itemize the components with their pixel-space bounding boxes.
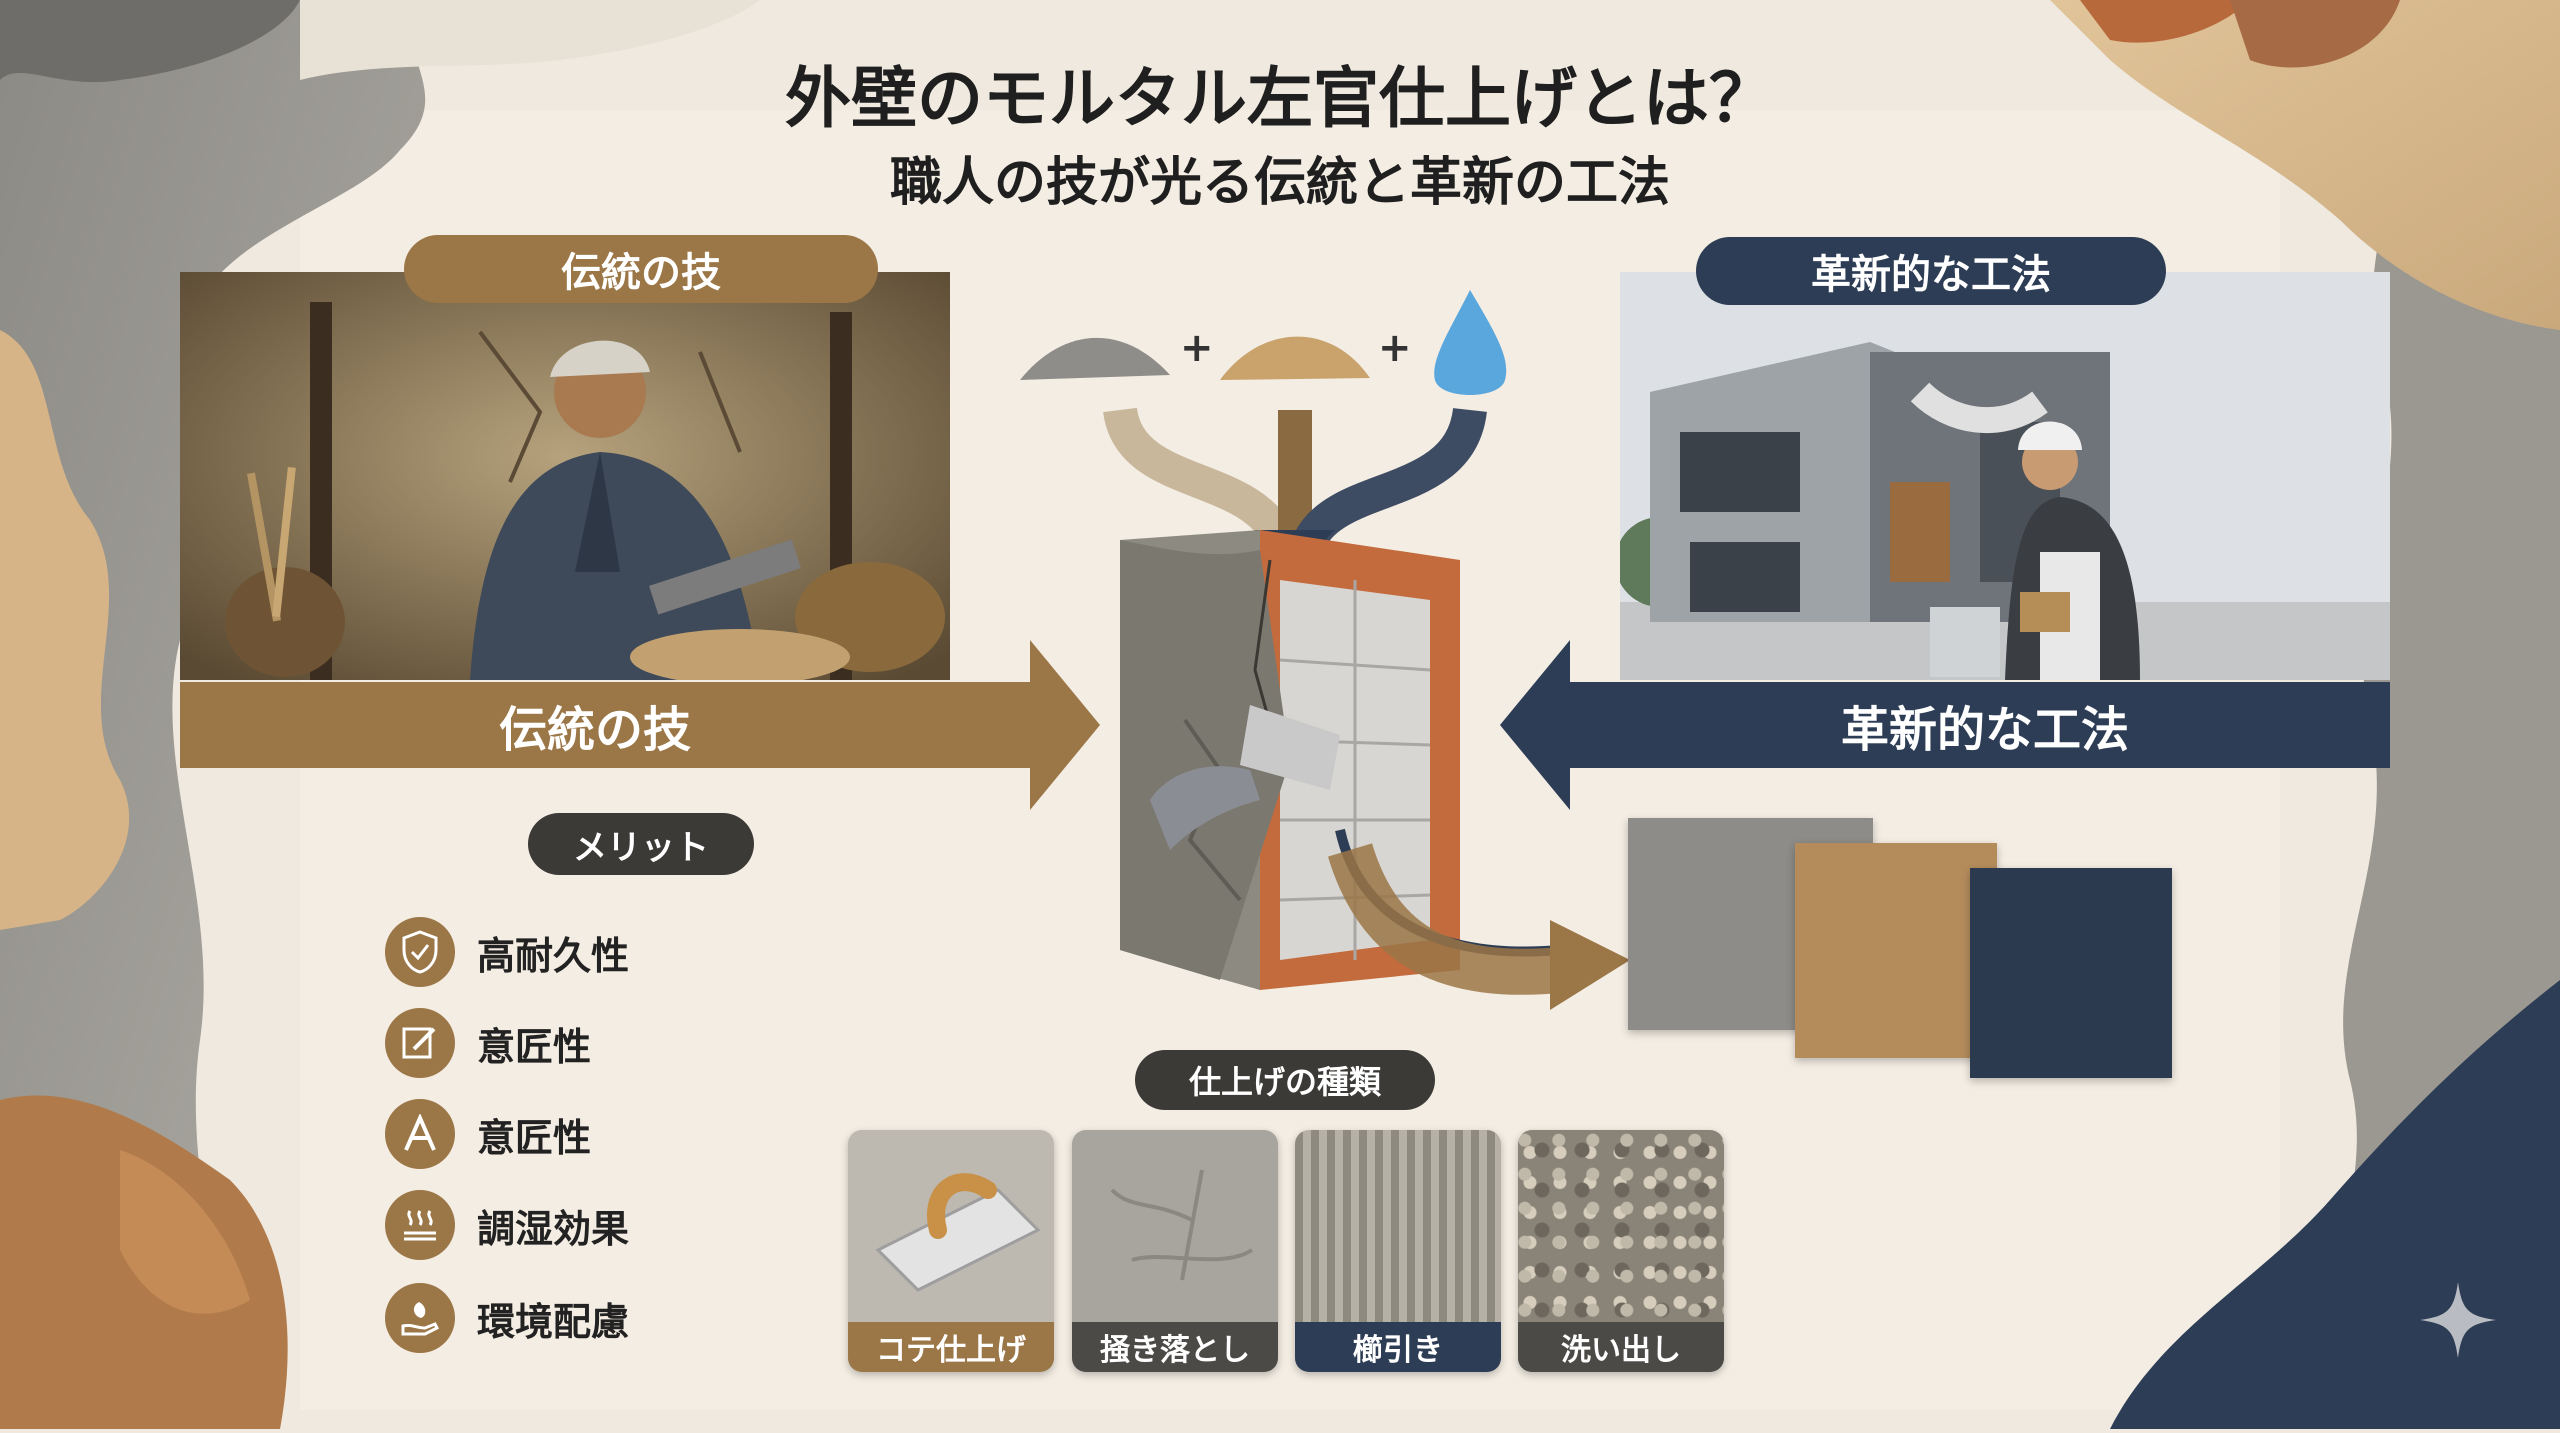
merit-item: 調湿効果 [385, 1190, 629, 1260]
traditional-arrow-label: 伝統の技 [498, 702, 691, 758]
traditional-arrow [180, 640, 1100, 810]
merit-label: 意匠性 [477, 1024, 592, 1069]
finish-card-scratch: 掻き落とし [1072, 1130, 1278, 1372]
innovative-arrow-label: 革新的な工法 [1840, 702, 2129, 758]
trowel-icon [875, 1173, 1041, 1292]
innovative-badge: 革新的な工法 [1696, 237, 2166, 305]
merit-item: 高耐久性 [385, 917, 629, 987]
finish-card-trowel: コテ仕上げ [848, 1130, 1054, 1372]
page-subtitle: 職人の技が光る伝統と革新の工法 [889, 153, 1670, 213]
texture-sample-navy [1970, 868, 2172, 1078]
merit-label: 高耐久性 [477, 933, 630, 978]
modern-plasterer-photo [1620, 272, 2390, 680]
finish-card-exposed: 洗い出し [1518, 1130, 1724, 1372]
page-title: 外壁のモルタル左官仕上げとは？ [785, 60, 1775, 137]
merit-label: 環境配慮 [477, 1299, 630, 1344]
traditional-badge: 伝統の技 [404, 235, 878, 303]
finish-label: 櫛引き [1295, 1322, 1501, 1372]
merit-label: 意匠性 [477, 1115, 592, 1160]
merit-label: 調湿効果 [477, 1206, 630, 1251]
finish-card-comb: 櫛引き [1295, 1130, 1501, 1372]
finish-label: 掻き落とし [1072, 1322, 1278, 1372]
merit-item: 環境配慮 [385, 1283, 629, 1353]
to-finish-arrow [1320, 810, 1640, 1020]
plus-sign-2: + [1378, 325, 1412, 371]
merit-item: 意匠性 [385, 1099, 591, 1169]
merits-heading: メリット [528, 813, 754, 875]
leaf-hand-icon [385, 1283, 455, 1353]
shield-check-icon [385, 917, 455, 987]
finish-types-heading: 仕上げの種類 [1135, 1050, 1435, 1110]
finish-label: コテ仕上げ [848, 1322, 1054, 1372]
traditional-craftsman-photo [180, 272, 950, 680]
pen-design-icon [385, 1008, 455, 1078]
texture-sample-tan [1795, 843, 1997, 1058]
sparkle-icon [2418, 1280, 2498, 1360]
letter-a-icon [385, 1099, 455, 1169]
wall-cross-section [1090, 520, 1490, 1000]
innovative-arrow [1500, 640, 2390, 810]
plus-sign-1: + [1180, 325, 1214, 371]
merit-item: 意匠性 [385, 1008, 591, 1078]
steam-icon [385, 1190, 455, 1260]
finish-label: 洗い出し [1518, 1322, 1724, 1372]
